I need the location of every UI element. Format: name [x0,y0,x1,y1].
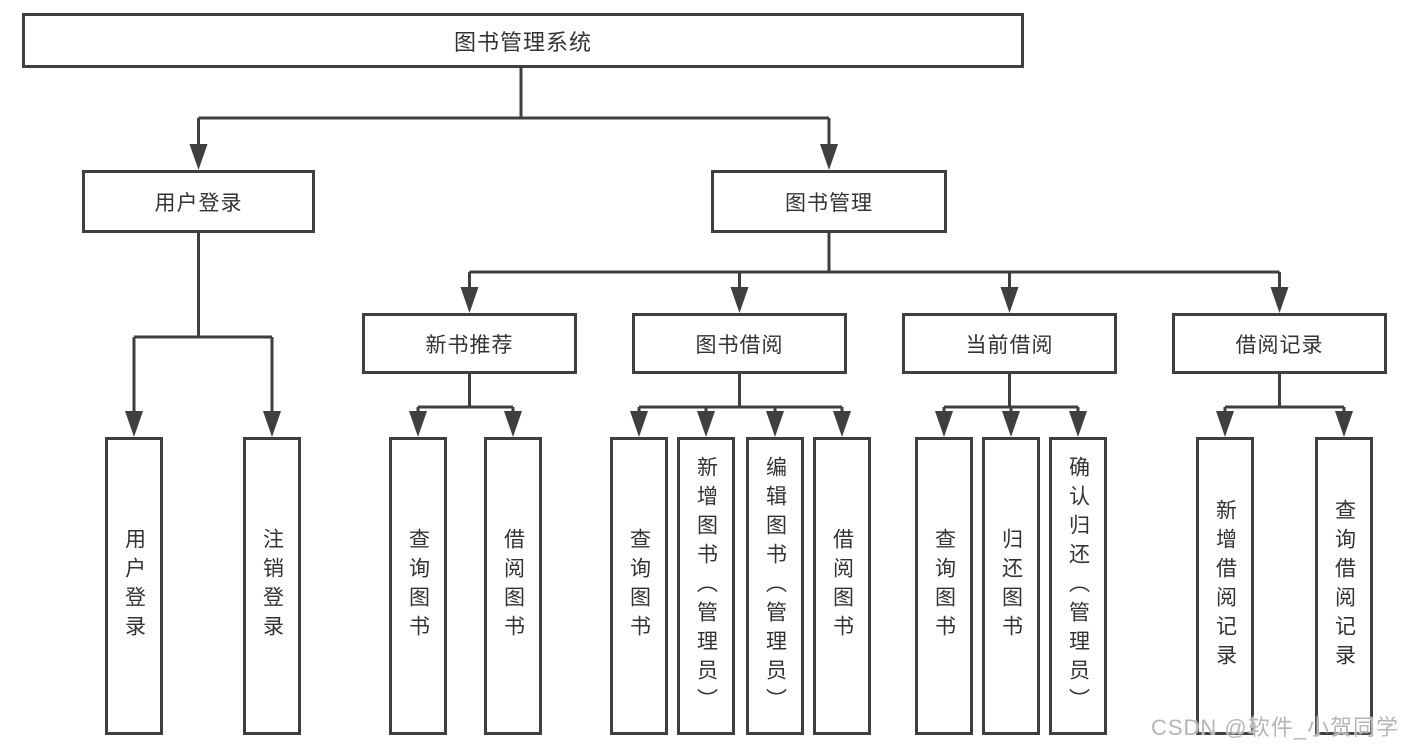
leaf-cb-confirm-return-admin-label: 确认归还（管理员） [1066,455,1090,717]
leaf-cb-return-books-label: 归还图书 [999,528,1023,644]
leaf-rc-add-borrow-record: 新增借阅记录 [1196,437,1254,735]
leaf-nb-borrow-books: 借阅图书 [484,437,542,735]
leaf-nb-borrow-books-label: 借阅图书 [501,528,525,644]
leaf-rc-add-borrow-record-label: 新增借阅记录 [1213,499,1237,673]
node-new-book-recommend: 新书推荐 [362,313,577,374]
arrowheads [125,144,1353,437]
leaf-cb-return-books: 归还图书 [982,437,1040,735]
leaf-logout-label: 注销登录 [260,528,284,644]
leaf-bb-borrow-books-label: 借阅图书 [830,528,854,644]
node-user-login: 用户登录 [82,170,315,233]
leaf-rc-query-borrow-record: 查询借阅记录 [1315,437,1373,735]
leaf-bb-borrow-books: 借阅图书 [813,437,871,735]
leaf-cb-query-books-label: 查询图书 [932,528,956,644]
leaf-cb-query-books: 查询图书 [915,437,973,735]
node-book-management: 图书管理 [711,170,947,233]
csdn-watermark: CSDN @软件_小贺同学 [1150,715,1399,740]
leaf-user-login: 用户登录 [105,437,163,735]
leaf-bb-add-books-admin-label: 新增图书（管理员） [694,455,718,717]
node-current-borrow: 当前借阅 [902,313,1117,374]
leaf-logout: 注销登录 [243,437,301,735]
leaf-rc-query-borrow-record-label: 查询借阅记录 [1332,499,1356,673]
leaf-user-login-label: 用户登录 [122,528,146,644]
node-book-borrow: 图书借阅 [632,313,847,374]
leaf-bb-query-books-label: 查询图书 [627,528,651,644]
node-root: 图书管理系统 [22,13,1024,68]
leaf-bb-query-books: 查询图书 [610,437,668,735]
leaf-bb-edit-books-admin-label: 编辑图书（管理员） [763,455,787,717]
node-borrow-records: 借阅记录 [1172,313,1387,374]
leaf-cb-confirm-return-admin: 确认归还（管理员） [1049,437,1107,735]
leaf-bb-add-books-admin: 新增图书（管理员） [677,437,735,735]
leaf-nb-query-books: 查询图书 [389,437,447,735]
leaf-bb-edit-books-admin: 编辑图书（管理员） [746,437,804,735]
leaf-nb-query-books-label: 查询图书 [406,528,430,644]
